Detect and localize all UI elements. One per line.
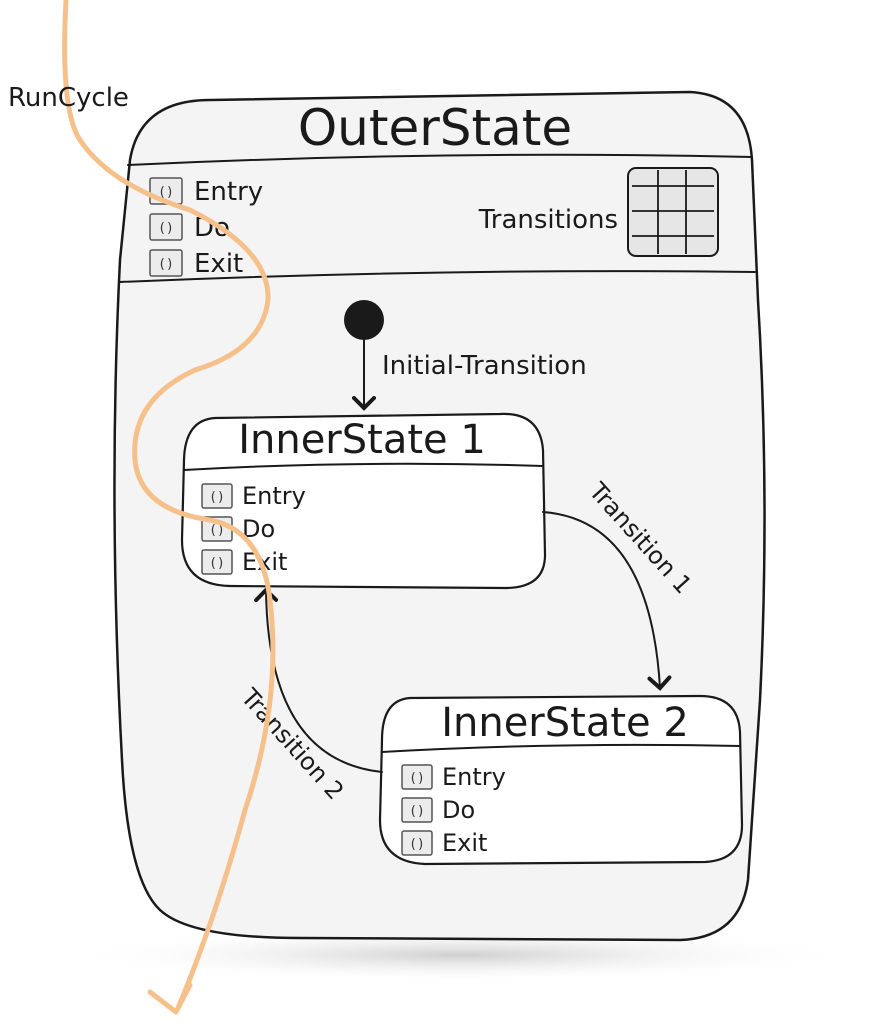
inner-state-2-border — [378, 694, 744, 866]
inner2-action-do[interactable]: () Do — [401, 796, 475, 824]
method-icon: () — [149, 213, 183, 241]
method-icon-glyph: () — [158, 221, 174, 236]
inner-state-2-title: InnerState 2 — [441, 700, 689, 746]
outer-title-divider — [127, 153, 753, 166]
method-icon-glyph: () — [409, 837, 425, 852]
inner-state-1-border — [180, 412, 547, 590]
transition-2-arrow[interactable] — [254, 587, 383, 773]
initial-transition-label: Initial-Transition — [382, 351, 587, 381]
inner2-action-label: Entry — [442, 763, 506, 791]
inner2-action-label: Do — [442, 796, 475, 824]
inner2-action-label: Exit — [442, 829, 487, 857]
method-icon-glyph: () — [209, 523, 225, 538]
outer-action-label: Exit — [194, 249, 243, 279]
initial-pseudostate[interactable] — [344, 300, 384, 340]
method-icon: () — [401, 830, 433, 856]
method-icon: () — [201, 549, 233, 575]
inner1-action-exit[interactable]: () Exit — [201, 548, 287, 576]
method-icon: () — [149, 177, 183, 205]
runcycle-path[interactable] — [62, 0, 276, 1015]
inner1-action-label: Entry — [242, 482, 306, 510]
transitions-label: Transitions — [478, 205, 618, 235]
method-icon-glyph: () — [409, 771, 425, 786]
inner2-action-exit[interactable]: () Exit — [401, 829, 487, 857]
method-icon-glyph: () — [209, 556, 225, 571]
inner1-action-entry[interactable]: () Entry — [201, 482, 306, 510]
transition-1-arrow[interactable] — [542, 511, 672, 691]
inner-state-1-title: InnerState 1 — [238, 417, 486, 463]
inner-state-2[interactable]: InnerState 2 () Entry () Do () Exit — [378, 694, 744, 866]
inner-state-1-divider — [183, 462, 544, 471]
method-icon: () — [201, 483, 233, 509]
outer-action-label: Entry — [194, 177, 263, 207]
inner-state-1[interactable]: InnerState 1 () Entry () Do () Exit — [180, 412, 547, 590]
outer-actions-divider — [119, 270, 756, 283]
method-icon: () — [149, 249, 183, 277]
outer-state-title: OuterState — [298, 99, 572, 157]
method-icon: () — [401, 797, 433, 823]
runcycle-label: RunCycle — [8, 83, 129, 113]
transitions-table-icon[interactable] — [627, 167, 719, 257]
method-icon-glyph: () — [409, 804, 425, 819]
outer-action-entry[interactable]: () Entry — [149, 177, 263, 207]
method-icon-glyph: () — [158, 257, 174, 272]
method-icon-glyph: () — [158, 185, 174, 200]
method-icon: () — [401, 764, 433, 790]
method-icon-glyph: () — [209, 490, 225, 505]
runcycle-arrowhead — [147, 982, 193, 1015]
inner2-action-entry[interactable]: () Entry — [401, 763, 506, 791]
inner1-action-do[interactable]: () Do — [201, 515, 275, 543]
outer-action-exit[interactable]: () Exit — [149, 249, 243, 279]
inner-state-2-divider — [381, 743, 741, 753]
